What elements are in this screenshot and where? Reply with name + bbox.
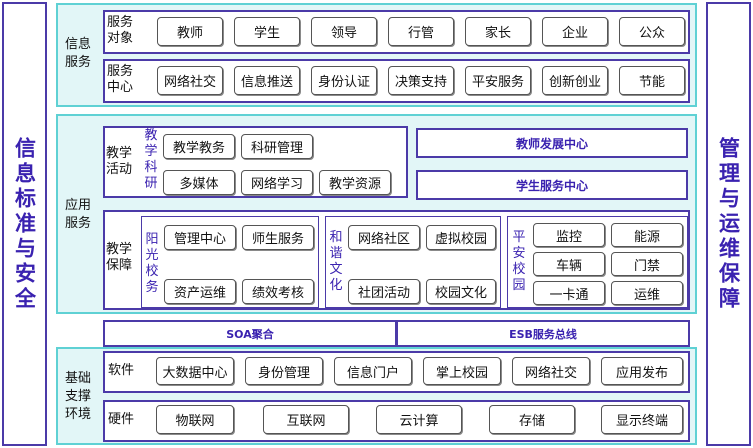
online-learning[interactable]: 网络学习	[241, 170, 313, 195]
right-pillar-text: 管理与运维保障	[716, 136, 741, 312]
internet[interactable]: 互联网	[263, 405, 349, 434]
service-center-label: 服务中心	[107, 64, 134, 95]
sunshine-affairs-label: 阳光校务	[145, 232, 159, 295]
app-service-label: 应用服务	[58, 197, 98, 233]
infrastructure-label-text: 基础支撑环境	[64, 371, 91, 422]
target-parent[interactable]: 家长	[465, 17, 531, 46]
campus-card[interactable]: 一卡通	[533, 281, 605, 305]
teaching-affairs[interactable]: 教学教务	[163, 134, 235, 159]
operations[interactable]: 运维	[611, 281, 683, 305]
center-push[interactable]: 信息推送	[234, 66, 300, 95]
research-management[interactable]: 科研管理	[241, 134, 313, 159]
iot[interactable]: 物联网	[156, 405, 234, 434]
teacher-student-service[interactable]: 师生服务	[242, 225, 314, 250]
target-leader[interactable]: 领导	[311, 17, 377, 46]
app-service-label-text: 应用服务	[64, 198, 91, 231]
app-publishing[interactable]: 应用发布	[601, 357, 683, 385]
infrastructure-label: 基础支撑环境	[58, 370, 98, 424]
campus-culture[interactable]: 校园文化	[426, 279, 496, 304]
storage[interactable]: 存储	[489, 405, 575, 434]
center-social[interactable]: 网络社交	[157, 66, 223, 95]
online-community[interactable]: 网络社区	[348, 225, 420, 250]
club-activities[interactable]: 社团活动	[348, 279, 420, 304]
target-student[interactable]: 学生	[234, 17, 300, 46]
energy[interactable]: 能源	[611, 223, 683, 247]
service-target-label: 服务对象	[107, 15, 134, 46]
display-terminal[interactable]: 显示终端	[601, 405, 683, 434]
esb-service-bus[interactable]: ESB服务总线	[396, 320, 690, 347]
performance-review[interactable]: 绩效考核	[242, 279, 314, 304]
info-service-label-text: 信息服务	[64, 37, 91, 70]
center-auth[interactable]: 身份认证	[311, 66, 377, 95]
software-label: 软件	[108, 363, 135, 378]
info-service-label: 信息服务	[58, 36, 98, 72]
student-service-center[interactable]: 学生服务中心	[416, 170, 688, 200]
teaching-research-label: 教学科研	[144, 128, 158, 191]
target-public[interactable]: 公众	[619, 17, 685, 46]
teaching-activity-label: 教学活动	[106, 146, 133, 177]
identity-management[interactable]: 身份管理	[245, 357, 323, 385]
social-network[interactable]: 网络社交	[512, 357, 590, 385]
management-center[interactable]: 管理中心	[164, 225, 236, 250]
access-control[interactable]: 门禁	[611, 252, 683, 276]
hardware-label: 硬件	[108, 412, 135, 427]
info-portal[interactable]: 信息门户	[334, 357, 412, 385]
mobile-campus[interactable]: 掌上校园	[423, 357, 501, 385]
multimedia[interactable]: 多媒体	[163, 170, 235, 195]
right-pillar: 管理与运维保障	[706, 2, 751, 446]
soa-aggregation[interactable]: SOA聚合	[103, 320, 397, 347]
teaching-resources[interactable]: 教学资源	[319, 170, 391, 195]
big-data-center[interactable]: 大数据中心	[156, 357, 234, 385]
harmonious-culture-label: 和谐文化	[329, 230, 343, 293]
asset-operations[interactable]: 资产运维	[164, 279, 236, 304]
vehicles[interactable]: 车辆	[533, 252, 605, 276]
target-enterprise[interactable]: 企业	[542, 17, 608, 46]
left-pillar-text: 信息标准与安全	[12, 136, 37, 312]
virtual-campus[interactable]: 虚拟校园	[426, 225, 496, 250]
target-admin[interactable]: 行管	[388, 17, 454, 46]
target-teacher[interactable]: 教师	[157, 17, 223, 46]
center-decision[interactable]: 决策支持	[388, 66, 454, 95]
safe-campus-label: 平安校园	[512, 230, 526, 293]
teaching-support-label: 教学保障	[106, 242, 133, 273]
center-energy[interactable]: 节能	[619, 66, 685, 95]
cloud-computing[interactable]: 云计算	[376, 405, 462, 434]
surveillance[interactable]: 监控	[533, 223, 605, 247]
center-safety[interactable]: 平安服务	[465, 66, 531, 95]
center-innovation[interactable]: 创新创业	[542, 66, 608, 95]
left-pillar: 信息标准与安全	[2, 2, 47, 446]
teacher-development-center[interactable]: 教师发展中心	[416, 128, 688, 158]
